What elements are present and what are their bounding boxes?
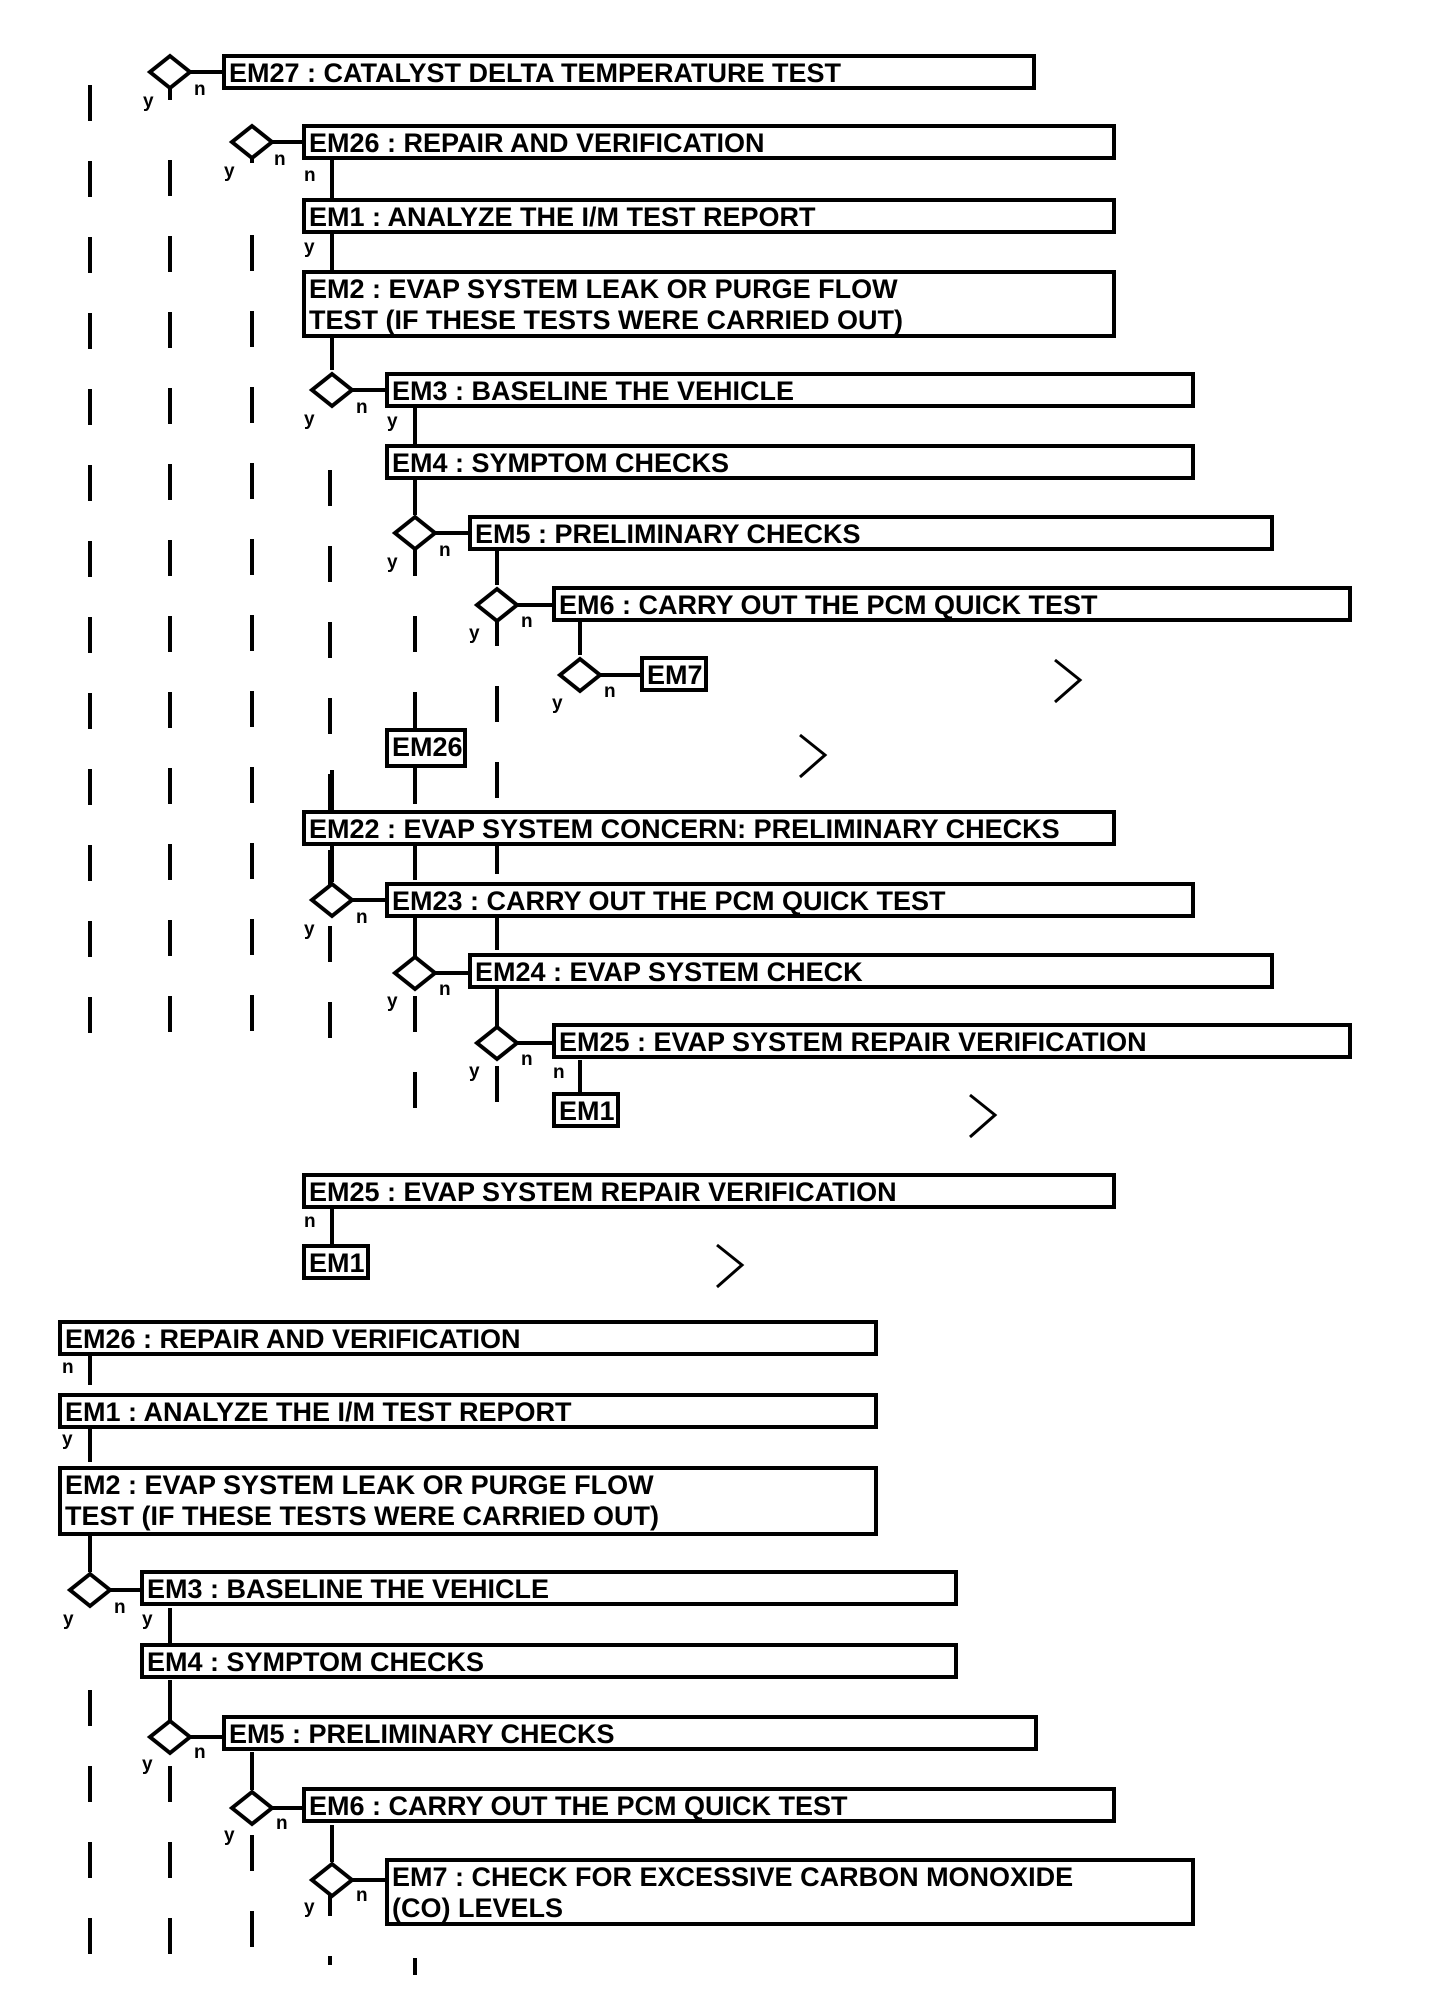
branch-label-no: n <box>194 79 206 100</box>
branch-label-no: n <box>356 1885 368 1906</box>
branch-label-yes: y <box>63 1609 74 1630</box>
ref-em1-inner: EM1 <box>552 1092 620 1128</box>
branch-label-yes: y <box>304 919 315 940</box>
branch-label-no: n <box>194 1742 206 1763</box>
connectors-upper <box>168 60 640 1245</box>
branch-label-yes: y <box>142 1754 153 1775</box>
branch-label-yes: y <box>387 991 398 1012</box>
step-em27: EM27 : CATALYST DELTA TEMPERATURE TEST <box>222 54 1036 90</box>
branch-label-yes: y <box>552 693 563 714</box>
branch-label-yes: y <box>224 1825 235 1846</box>
branch-label-no: n <box>356 907 368 928</box>
step-em5-upper: EM5 : PRELIMINARY CHECKS <box>468 515 1274 551</box>
step-em1-lower: EM1 : ANALYZE THE I/M TEST REPORT <box>58 1393 878 1429</box>
decision-diamonds <box>66 53 604 1899</box>
branch-label-yes: y <box>304 1897 315 1918</box>
branch-label-yes: y <box>62 1429 73 1450</box>
branch-label-no: n <box>521 611 533 632</box>
branch-label-no: n <box>439 979 451 1000</box>
step-em24: EM24 : EVAP SYSTEM CHECK <box>468 953 1274 989</box>
step-em22: EM22 : EVAP SYSTEM CONCERN: PRELIMINARY … <box>302 810 1116 846</box>
step-em4-upper: EM4 : SYMPTOM CHECKS <box>385 444 1195 480</box>
branch-label-yes: y <box>143 91 154 112</box>
branch-label-yes: y <box>224 161 235 182</box>
branch-label-no: n <box>114 1597 126 1618</box>
ref-em1-outer: EM1 <box>302 1244 370 1280</box>
step-em2-upper: EM2 : EVAP SYSTEM LEAK OR PURGE FLOW TES… <box>302 270 1116 338</box>
step-em6-upper: EM6 : CARRY OUT THE PCM QUICK TEST <box>552 586 1352 622</box>
branch-label-no: n <box>439 540 451 561</box>
continuation-rails <box>88 85 499 1975</box>
branch-label-yes: y <box>142 1609 153 1630</box>
branch-label-yes: y <box>387 552 398 573</box>
branch-label-no: n <box>356 397 368 418</box>
branch-label-yes: y <box>304 237 315 258</box>
branch-label-no: n <box>521 1049 533 1070</box>
step-em3-upper: EM3 : BASELINE THE VEHICLE <box>385 372 1195 408</box>
branch-label-no: n <box>553 1062 565 1083</box>
branch-label-no: n <box>274 149 286 170</box>
step-em23: EM23 : CARRY OUT THE PCM QUICK TEST <box>385 882 1195 918</box>
branch-label-no: n <box>304 165 316 186</box>
ref-em7: EM7 <box>640 656 708 692</box>
step-em1-upper: EM1 : ANALYZE THE I/M TEST REPORT <box>302 198 1116 234</box>
step-em25-inner: EM25 : EVAP SYSTEM REPAIR VERIFICATION <box>552 1023 1352 1059</box>
step-em25-outer: EM25 : EVAP SYSTEM REPAIR VERIFICATION <box>302 1173 1116 1209</box>
step-em5-lower: EM5 : PRELIMINARY CHECKS <box>222 1715 1038 1751</box>
branch-label-yes: y <box>469 1061 480 1082</box>
step-em26-lower: EM26 : REPAIR AND VERIFICATION <box>58 1320 878 1356</box>
step-em26-upper: EM26 : REPAIR AND VERIFICATION <box>302 124 1116 160</box>
continuation-chevrons <box>716 658 1083 1289</box>
branch-label-yes: y <box>387 411 398 432</box>
branch-label-no: n <box>62 1357 74 1378</box>
branch-label-no: n <box>604 681 616 702</box>
step-em7-lower: EM7 : CHECK FOR EXCESSIVE CARBON MONOXID… <box>385 1858 1195 1926</box>
step-em3-lower: EM3 : BASELINE THE VEHICLE <box>140 1570 958 1606</box>
branch-label-no: n <box>276 1813 288 1834</box>
connectors-lower <box>88 1352 385 1882</box>
step-em2-lower: EM2 : EVAP SYSTEM LEAK OR PURGE FLOW TES… <box>58 1466 878 1536</box>
branch-label-no: n <box>304 1211 316 1232</box>
branch-label-yes: y <box>304 409 315 430</box>
step-em4-lower: EM4 : SYMPTOM CHECKS <box>140 1643 958 1679</box>
ref-em26: EM26 <box>385 728 467 768</box>
branch-label-yes: y <box>469 623 480 644</box>
step-em6-lower: EM6 : CARRY OUT THE PCM QUICK TEST <box>302 1787 1116 1823</box>
